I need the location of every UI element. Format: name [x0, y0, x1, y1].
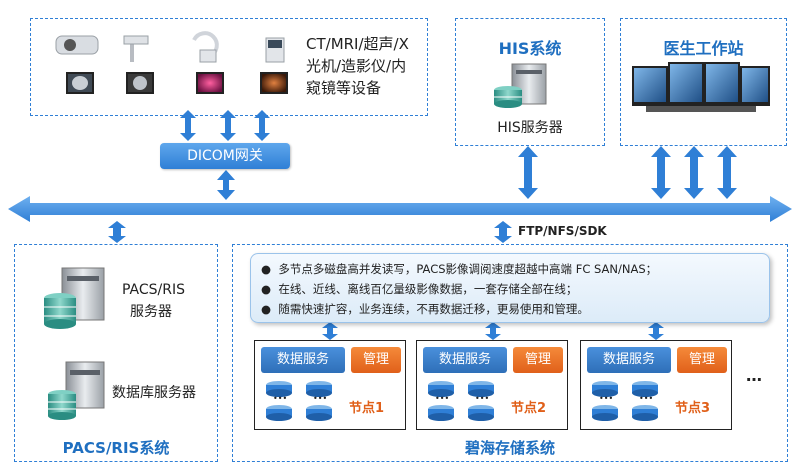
storage-node-1: 数据服务 管理 ••• ••• 节点1 — [254, 340, 406, 430]
gateway-bus-arrow — [217, 170, 235, 200]
storage-features-box: ● 多节点多磁盘高并发读写，PACS影像调阅速度超越中高端 FC SAN/NAS… — [250, 253, 770, 323]
management-badge: 管理 — [351, 347, 401, 373]
ct-scanner-icon — [55, 35, 99, 94]
pacs-server-icon — [44, 267, 105, 329]
his-server-icon — [494, 63, 547, 108]
data-service-badge: 数据服务 — [423, 347, 507, 373]
workstation-monitors-icon — [632, 62, 770, 112]
storage-feature-1: ● 多节点多磁盘高并发读写，PACS影像调阅速度超越中高端 FC SAN/NAS… — [261, 262, 658, 276]
database-server-label: 数据库服务器 — [112, 385, 196, 401]
node-disks-icon — [266, 381, 332, 421]
data-service-badge: 数据服务 — [587, 347, 671, 373]
storage-node-2: 数据服务 管理 ••• ••• 节点2 — [416, 340, 568, 430]
storage-feature-3: ● 随需快速扩容，业务连续，不再数据迁移，更易使用和管理。 — [261, 302, 589, 316]
dicom-gateway: DICOM网关 — [160, 143, 290, 169]
storage-feature-2: ● 在线、近线、离线百亿量级影像数据，一套存储全部在线； — [261, 282, 578, 296]
his-bus-arrow — [518, 146, 538, 199]
pacs-server-label-line-2: 服务器 — [130, 304, 172, 320]
node-disks-icon — [592, 381, 658, 421]
workstation-bus-arrows — [651, 146, 737, 199]
node-name: 节点1 — [349, 401, 385, 416]
node-name: 节点3 — [675, 401, 711, 416]
pacs-server-label-line-1: PACS/RIS — [122, 282, 185, 298]
his-title: HIS系统 — [498, 39, 562, 58]
workstation-title: 医生工作站 — [663, 39, 744, 58]
disk-dots: ••• — [599, 394, 614, 403]
management-badge: 管理 — [513, 347, 563, 373]
device-gateway-arrows — [180, 110, 270, 141]
pacs-bus-arrow — [108, 221, 126, 243]
storage-bus-arrow — [494, 221, 512, 243]
database-server-icon — [48, 361, 105, 420]
management-badge: 管理 — [677, 347, 727, 373]
devices-description-line-3: 窥镜等设备 — [306, 79, 382, 97]
storage-group — [232, 244, 788, 462]
workstation-group — [620, 18, 787, 146]
devices-description-line-2: 光机/造影仪/内 — [306, 57, 407, 75]
his-group — [455, 18, 605, 146]
data-service-badge: 数据服务 — [261, 347, 345, 373]
main-bus-arrow — [8, 196, 792, 222]
storage-node-3: 数据服务 管理 ••• ••• 节点3 — [580, 340, 732, 430]
storage-title: 碧海存储系统 — [464, 439, 555, 457]
disk-dots: ••• — [313, 394, 328, 403]
xray-machine-icon — [123, 35, 154, 94]
disk-dots: ••• — [639, 394, 654, 403]
node-disks-icon — [428, 381, 494, 421]
devices-description-line-1: CT/MRI/超声/X — [306, 35, 409, 53]
pacs-group — [14, 244, 218, 462]
disk-dots: ••• — [475, 394, 490, 403]
c-arm-icon — [192, 31, 224, 94]
node-name: 节点2 — [511, 401, 547, 416]
bus-protocol-label: FTP/NFS/SDK — [518, 224, 607, 238]
disk-dots: ••• — [273, 394, 288, 403]
more-nodes-ellipsis: … — [746, 366, 762, 385]
pacs-title: PACS/RIS系统 — [62, 439, 170, 457]
feature-node-arrows — [322, 322, 664, 340]
his-server-label: HIS服务器 — [497, 120, 563, 136]
endoscope-icon — [260, 37, 288, 94]
disk-dots: ••• — [435, 394, 450, 403]
